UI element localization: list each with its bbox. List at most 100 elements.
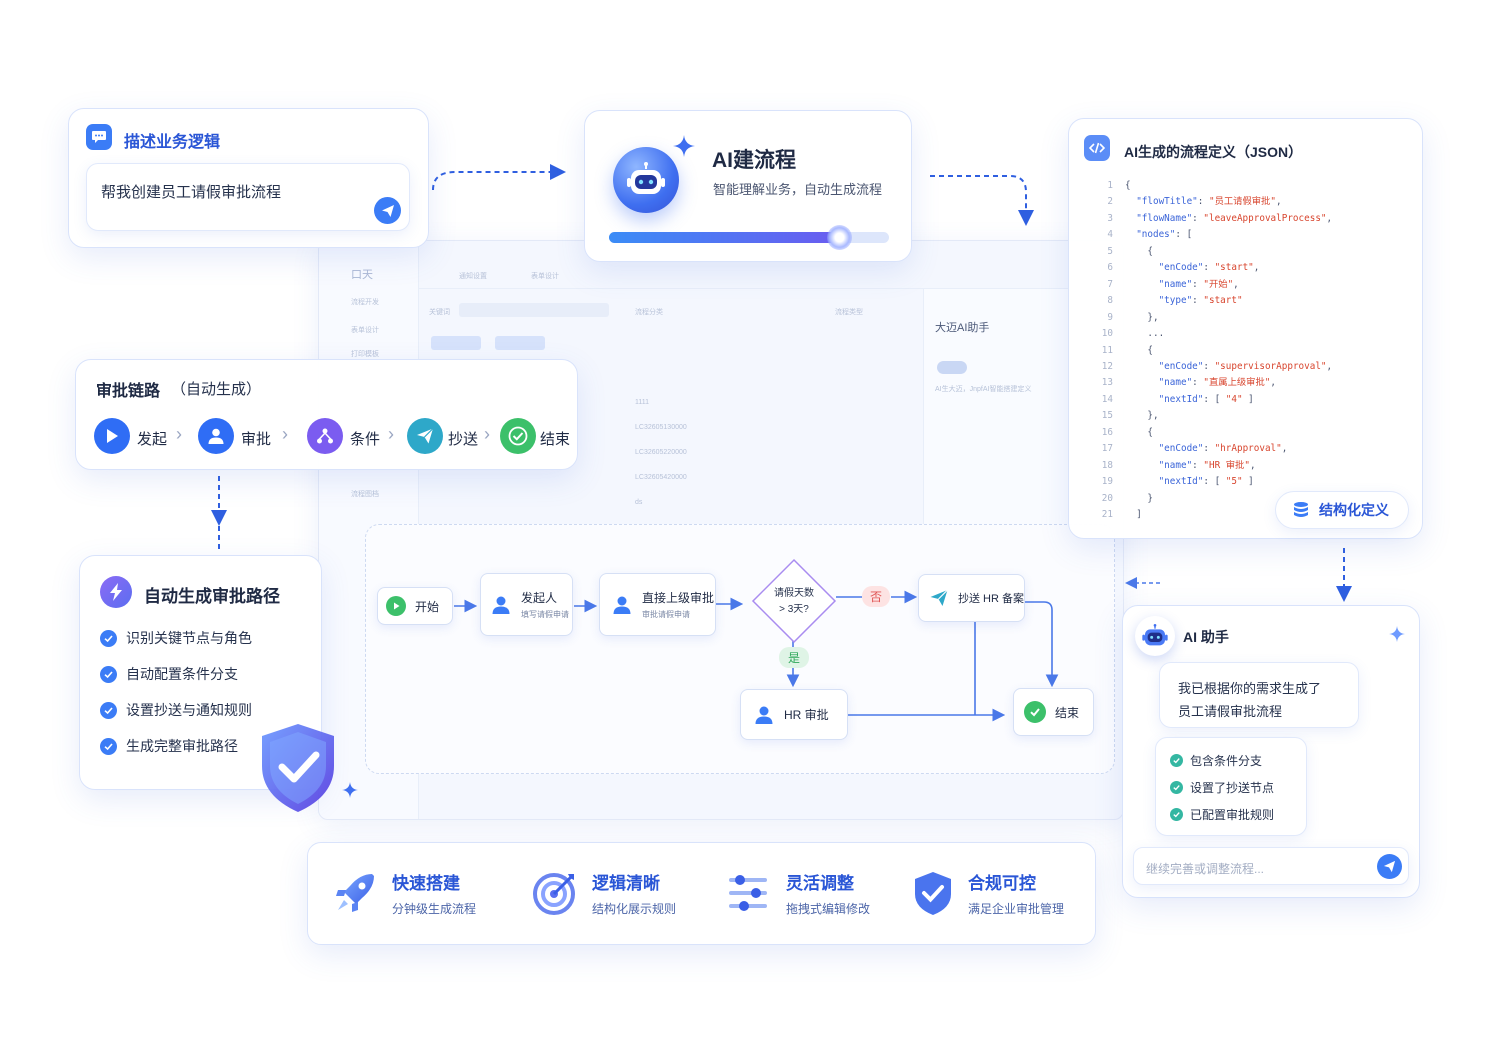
flow-node-sub: 审批请假申请 <box>642 610 690 619</box>
auto-path-item: 设置抄送与通知规则 <box>100 700 252 720</box>
code-token: , <box>1275 196 1282 208</box>
line-number: 20 <box>1101 492 1113 504</box>
feature-bar: 快速搭建分钟级生成流程 逻辑清晰结构化展示规则 灵活调整拖拽式编辑修改 合规可控… <box>307 842 1096 945</box>
code-token: : [ <box>1175 229 1193 241</box>
code-token: { <box>1125 344 1153 356</box>
describe-title: 描述业务逻辑 <box>124 134 221 151</box>
code-token: "nextId" <box>1125 393 1204 405</box>
code-line: 12 "enCode": "supervisorApproval", <box>1091 359 1332 375</box>
progress-bar <box>609 225 889 250</box>
bg-tab-1[interactable]: 通知设置 <box>459 273 487 280</box>
bg-row-3: LC32605420000 <box>635 474 687 481</box>
code-token: { <box>1125 180 1131 191</box>
ai-build-card: AI建流程 智能理解业务，自动生成流程 <box>584 110 912 262</box>
code-token: "start" <box>1203 295 1243 307</box>
bg-tab-2[interactable]: 表单设计 <box>531 273 559 280</box>
database-icon <box>1294 502 1308 517</box>
chain-step-4: 结束 <box>540 431 571 448</box>
flow-node-condition[interactable]: 请假天数> 3天? <box>751 558 837 644</box>
bg-brand: 口天 <box>351 269 373 281</box>
code-token: : [ <box>1203 393 1226 405</box>
assistant-message-line-1: 我已根据你的需求生成了 <box>1178 681 1322 696</box>
code-token: { <box>1125 245 1153 257</box>
assistant-input[interactable]: 继续完善或调整流程... <box>1133 847 1409 885</box>
flow-node-hr[interactable]: HR 审批 <box>740 689 848 740</box>
assistant-check-item: 设置了抄送节点 <box>1170 779 1274 796</box>
code-token: "4" <box>1225 393 1243 405</box>
code-token: { <box>1125 426 1153 438</box>
code-token: "nodes" <box>1125 229 1176 241</box>
auto-path-item: 生成完整审批路径 <box>100 736 238 756</box>
line-number: 21 <box>1101 509 1113 521</box>
check-icon <box>1170 754 1183 767</box>
code-icon <box>1084 135 1110 161</box>
line-number: 8 <box>1107 295 1113 307</box>
feature-title: 逻辑清晰 <box>592 874 660 893</box>
code-token: "name" <box>1125 278 1193 290</box>
send-button[interactable] <box>374 197 401 224</box>
chevron-right-icon: › <box>282 424 288 444</box>
progress-fill <box>609 232 839 243</box>
flow-node-label: HR 审批 <box>784 708 829 722</box>
feature-item-3: 合规可控满足企业审批管理 <box>912 869 1064 917</box>
structured-definition-badge[interactable]: 结构化定义 <box>1275 491 1409 529</box>
user-icon <box>610 593 634 617</box>
code-token: "直属上级审批" <box>1203 377 1271 389</box>
auto-path-title: 自动生成审批路径 <box>144 587 280 606</box>
prompt-input[interactable]: 帮我创建员工请假审批流程 <box>86 163 410 231</box>
code-line: 10 ... <box>1091 326 1332 342</box>
line-number: 5 <box>1107 245 1113 257</box>
bg-row-1: LC32605130000 <box>635 424 687 431</box>
auto-path-item: 识别关键节点与角色 <box>100 628 252 648</box>
code-line: 5 { <box>1091 244 1332 260</box>
target-icon <box>533 873 575 915</box>
line-number: 18 <box>1101 459 1113 471</box>
chain-step-3: 抄送 <box>448 431 479 448</box>
code-token: "type" <box>1125 295 1193 307</box>
code-line: 4 "nodes": [ <box>1091 227 1332 243</box>
send-icon <box>381 204 394 217</box>
rocket-icon <box>336 874 374 912</box>
bg-input[interactable] <box>459 303 609 317</box>
flow-node-label: 直接上级审批 <box>642 591 715 605</box>
line-number: 19 <box>1101 476 1113 488</box>
code-token: "flowName" <box>1125 212 1193 224</box>
feature-title: 快速搭建 <box>392 874 460 893</box>
chevron-right-icon: › <box>388 424 394 444</box>
flow-node-start[interactable]: 开始 <box>377 587 453 625</box>
code-token: "5" <box>1225 476 1243 488</box>
bg-design-button[interactable] <box>495 336 545 350</box>
badge-label: 结构化定义 <box>1319 502 1389 518</box>
chat-icon <box>86 124 112 150</box>
prompt-text: 帮我创建员工请假审批流程 <box>101 184 282 201</box>
flow-node-supervisor[interactable]: 直接上级审批审批请假申请 <box>599 573 716 636</box>
check-icon <box>100 629 117 647</box>
auto-path-item-label: 识别关键节点与角色 <box>126 630 252 646</box>
flow-node-initiator[interactable]: 发起人填写请假申请 <box>480 573 573 636</box>
flow-node-end[interactable]: 结束 <box>1013 688 1094 736</box>
bg-tabbar <box>419 263 1123 289</box>
flow-node-cc[interactable]: 抄送 HR 备案 <box>918 574 1025 622</box>
chain-step-2: 条件 <box>350 431 381 448</box>
assistant-check-item: 包含条件分支 <box>1170 752 1262 769</box>
code-line: 19 "nextId": [ "5" ] <box>1091 474 1332 490</box>
assistant-send-button[interactable] <box>1377 854 1402 879</box>
code-token: "enCode" <box>1125 443 1204 455</box>
auto-path-item: 自动配置条件分支 <box>100 664 238 684</box>
chevron-right-icon: › <box>176 424 182 444</box>
code-line: 13 "name": "直属上级审批", <box>1091 375 1332 391</box>
code-token: "name" <box>1125 377 1193 389</box>
auto-path-item-label: 设置抄送与通知规则 <box>126 702 252 718</box>
flow-node-label: 结束 <box>1055 705 1080 720</box>
chain-step-0: 发起 <box>137 431 168 448</box>
bg-add-button[interactable] <box>431 336 481 350</box>
branch-yes-badge: 是 <box>779 647 809 668</box>
bg-hi-badge <box>937 361 967 374</box>
ai-assistant-panel: AI 助手 我已根据你的需求生成了 员工请假审批流程 包含条件分支 设置了抄送节… <box>1122 605 1420 898</box>
code-token: "enCode" <box>1125 262 1204 274</box>
line-number: 4 <box>1107 229 1113 241</box>
code-token: "nextId" <box>1125 476 1204 488</box>
ai-build-subtitle: 智能理解业务，自动生成流程 <box>713 182 883 197</box>
line-number: 17 <box>1101 443 1113 455</box>
line-number: 1 <box>1107 180 1113 191</box>
